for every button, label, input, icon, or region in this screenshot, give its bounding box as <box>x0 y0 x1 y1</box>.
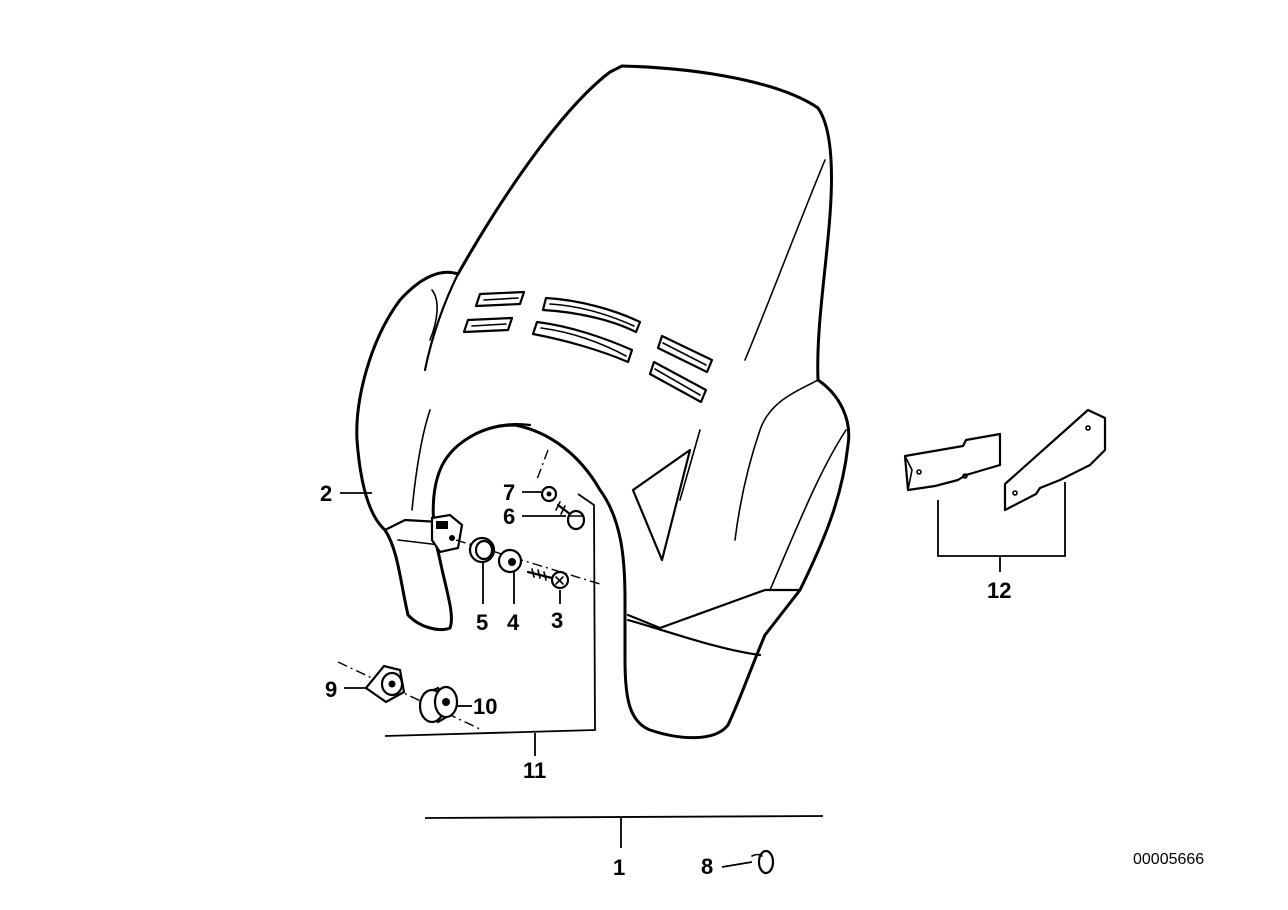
nut-part <box>455 536 601 585</box>
rubber-mount-part <box>337 661 483 731</box>
callout-2: 2 <box>320 481 332 506</box>
callout-10: 10 <box>473 694 497 719</box>
bolt-part <box>555 501 586 531</box>
washer-small-part <box>535 449 558 503</box>
bracket-clip <box>430 513 464 554</box>
mounting-brackets <box>903 408 1107 512</box>
callout-3: 3 <box>551 608 563 633</box>
callout-4: 4 <box>507 610 520 635</box>
callout-12: 12 <box>987 578 1011 603</box>
callout-8: 8 <box>701 854 713 879</box>
vent-slots <box>462 290 714 404</box>
callout-11: 11 <box>523 758 546 783</box>
callout-9: 9 <box>325 677 337 702</box>
washer-part <box>497 548 523 574</box>
grommet-part <box>721 849 775 875</box>
screw-part <box>526 568 570 590</box>
diagram-reference-number: 00005666 <box>1133 851 1204 868</box>
callout-1: 1 <box>613 855 625 880</box>
callout-5: 5 <box>476 610 488 635</box>
bushing-part <box>418 685 459 724</box>
fairing-part <box>355 64 851 740</box>
callout-7: 7 <box>503 480 515 505</box>
callout-6: 6 <box>503 504 515 529</box>
leader-lines <box>340 482 1066 848</box>
